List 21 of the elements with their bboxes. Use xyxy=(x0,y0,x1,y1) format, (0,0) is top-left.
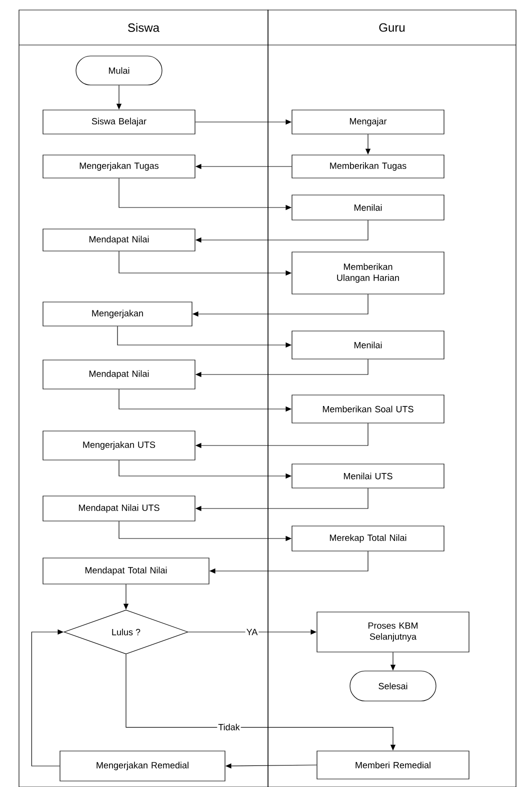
process-box: Mengerjakan Remedial xyxy=(60,750,226,782)
process-box: Mengajar xyxy=(292,110,444,134)
process-box: Menilai xyxy=(292,330,444,360)
process-box: Mengerjakan Tugas xyxy=(42,154,196,178)
process-box: Memberikan Ulangan Harian xyxy=(292,252,444,294)
edge-label: Tidak xyxy=(217,722,241,732)
process-box: Mendapat Nilai xyxy=(42,228,196,252)
process-box: Menilai xyxy=(292,194,444,220)
process-box: Mengerjakan UTS xyxy=(42,430,196,460)
process-box: Mendapat Total Nilai xyxy=(42,558,210,584)
edge-label: YA xyxy=(245,628,259,636)
process-box: Merekap Total Nilai xyxy=(292,526,444,552)
process-box: Memberi Remedial xyxy=(316,750,470,780)
process-box: Siswa Belajar xyxy=(42,110,196,134)
process-box: Memberikan Tugas xyxy=(292,154,444,178)
process-box: Mendapat Nilai xyxy=(42,360,196,390)
process-box: Proses KBM Selanjutnya xyxy=(316,612,470,652)
process-box: Memberikan Soal UTS xyxy=(292,394,444,424)
process-box: Menilai UTS xyxy=(292,464,444,488)
process-box: Mendapat Nilai UTS xyxy=(42,496,196,522)
process-box: Mengerjakan xyxy=(42,302,192,326)
